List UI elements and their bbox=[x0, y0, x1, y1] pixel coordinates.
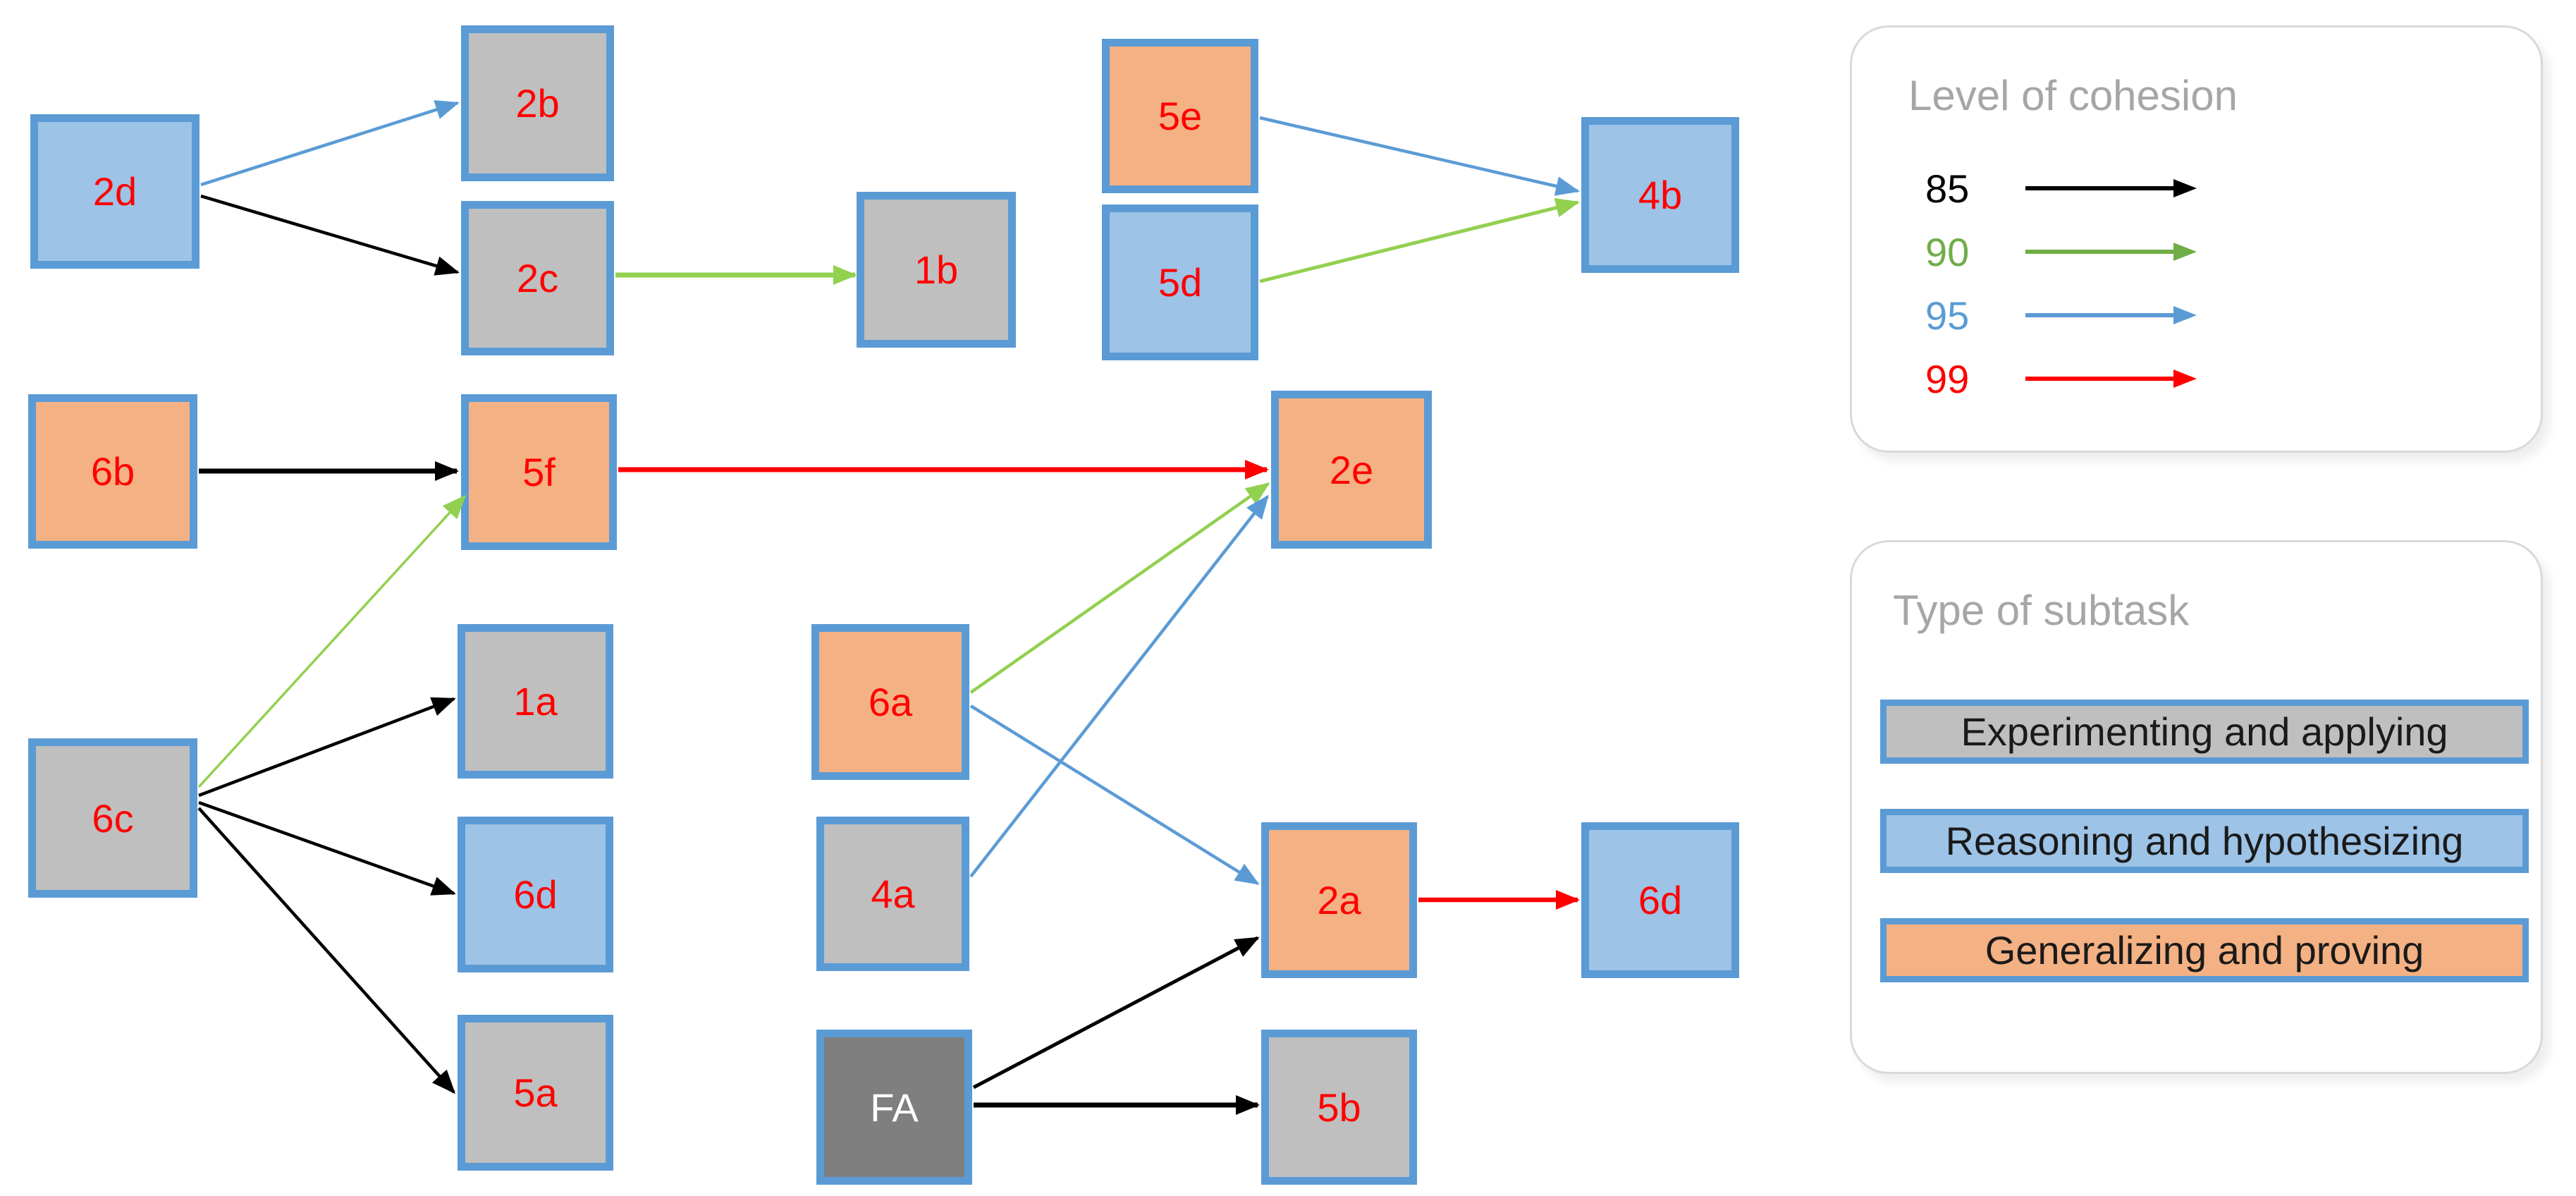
node-2c: 2c bbox=[461, 201, 614, 355]
node-6d: 6d bbox=[458, 817, 613, 972]
node-1b: 1b bbox=[857, 192, 1016, 348]
cohesion-row-85: 85 bbox=[1908, 157, 2541, 220]
cohesion-row-99: 99 bbox=[1908, 347, 2541, 410]
node-6b: 6b bbox=[28, 394, 197, 549]
node-6a: 6a bbox=[811, 624, 969, 780]
edge-5d-4b bbox=[1259, 197, 1580, 283]
edge-6c-5a bbox=[197, 807, 456, 1094]
cohesion-value-85: 85 bbox=[1925, 166, 1970, 211]
subtask-bar-reasoning: Reasoning and hypothesizing bbox=[1880, 809, 2529, 873]
node-5e: 5e bbox=[1102, 39, 1258, 193]
node-5f: 5f bbox=[461, 394, 617, 550]
node-5a: 5a bbox=[458, 1015, 613, 1171]
edge-6c-5f bbox=[197, 494, 467, 788]
node-2e: 2e bbox=[1271, 391, 1432, 549]
node-1a: 1a bbox=[458, 624, 613, 779]
edge-6c-1a bbox=[198, 697, 456, 798]
node-5b: 5b bbox=[1261, 1030, 1417, 1185]
cohesion-value-99: 99 bbox=[1925, 356, 1970, 401]
node-6d2: 6d bbox=[1581, 822, 1739, 978]
blue-arrow-icon bbox=[2025, 306, 2197, 324]
edge-2d-2b bbox=[200, 100, 460, 187]
cohesion-row-90: 90 bbox=[1908, 220, 2541, 283]
edge-2d-2c bbox=[200, 194, 460, 276]
edge-FA-2a bbox=[972, 936, 1260, 1090]
cohesion-legend-panel: Level of cohesion 85 90 95 bbox=[1850, 25, 2543, 453]
cohesion-row-95: 95 bbox=[1908, 283, 2541, 347]
node-4a: 4a bbox=[816, 817, 969, 971]
edge-5e-4b bbox=[1259, 116, 1580, 196]
node-FA: FA bbox=[816, 1030, 972, 1185]
node-6c: 6c bbox=[28, 738, 197, 898]
node-5d: 5d bbox=[1102, 205, 1258, 360]
subtask-bar-generalizing: Generalizing and proving bbox=[1880, 918, 2529, 982]
edge-4a-2e bbox=[969, 494, 1269, 878]
cohesion-legend-rows: 85 90 95 99 bbox=[1908, 157, 2541, 410]
black-arrow-icon bbox=[2025, 179, 2197, 197]
subtask-legend-panel: Type of subtask Experimenting and applyi… bbox=[1850, 540, 2543, 1074]
node-4b: 4b bbox=[1581, 117, 1739, 273]
red-arrow-icon bbox=[2025, 370, 2197, 388]
subtask-legend-title: Type of subtask bbox=[1893, 587, 2190, 634]
subtask-bar-experimenting: Experimenting and applying bbox=[1880, 700, 2529, 764]
cohesion-value-95: 95 bbox=[1925, 293, 1970, 338]
subtask-legend-bars: Experimenting and applying Reasoning and… bbox=[1880, 700, 2541, 982]
cohesion-legend-title: Level of cohesion bbox=[1908, 72, 2238, 119]
edge-6a-2a bbox=[969, 704, 1260, 885]
green-arrow-icon bbox=[2025, 243, 2197, 261]
node-2b: 2b bbox=[461, 25, 614, 181]
edge-6a-2e bbox=[969, 482, 1270, 694]
edge-6c-6d bbox=[198, 800, 456, 896]
cohesion-value-90: 90 bbox=[1925, 229, 1970, 274]
node-2d: 2d bbox=[30, 114, 200, 269]
node-2a: 2a bbox=[1261, 822, 1417, 978]
